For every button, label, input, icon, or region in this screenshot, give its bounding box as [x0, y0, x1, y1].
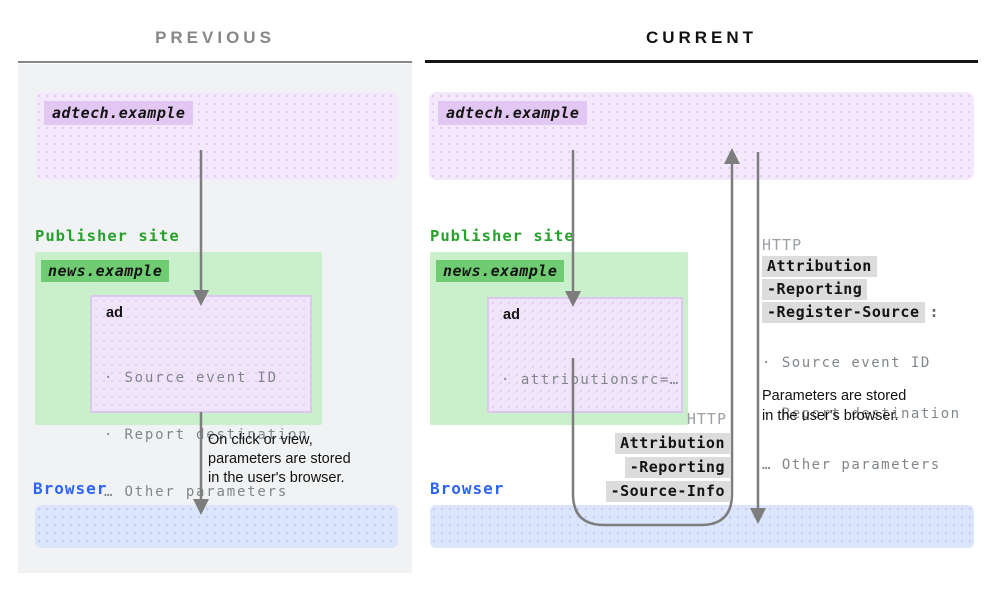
adtech-box-current: adtech.example	[429, 92, 974, 180]
previous-header-rule	[18, 61, 412, 63]
param-source-event-id: · Source event ID	[762, 355, 931, 371]
param-other-parameters: … Other parameters	[762, 457, 941, 473]
param-report-destination: · Report destination	[762, 406, 961, 422]
header-chip-reporting: -Reporting	[624, 457, 730, 478]
header-chip-attribution: Attribution	[762, 256, 877, 277]
note-parameters-stored: Parameters are stored in the user's brow…	[762, 386, 906, 426]
ad-label: ad	[106, 305, 123, 321]
adtech-domain-chip: adtech.example	[438, 101, 588, 125]
note-line: On click or view,	[208, 432, 313, 448]
news-domain-chip: news.example	[41, 260, 170, 282]
param-attributionsrc: · attributionsrc=…	[501, 372, 680, 388]
header-chip-reporting: -Reporting	[762, 279, 868, 300]
browser-label-previous: Browser	[33, 479, 108, 498]
previous-column-header: PREVIOUS	[155, 28, 275, 47]
adtech-box-previous: adtech.example	[35, 92, 398, 180]
http-protocol-label-register-source: HTTP	[762, 236, 803, 254]
header-chip-source-info: -Source-Info	[605, 481, 730, 502]
header-chip-row: -Reporting	[762, 279, 939, 300]
header-chip-row: Attribution	[440, 433, 730, 454]
param-other-parameters: … Other parameters	[104, 484, 289, 500]
note-on-click: On click or view, parameters are stored …	[208, 431, 351, 488]
header-chip-register-source: -Register-Source	[762, 302, 925, 323]
ad-box-previous: ad · Source event ID · Report destinatio…	[90, 295, 312, 500]
publisher-site-label-current: Publisher site	[430, 227, 575, 245]
ad-param-list-previous: · Source event ID · Report destination ……	[104, 331, 310, 540]
header-colon: :	[929, 303, 939, 321]
register-source-param-list: · Source event ID · Report destination ……	[762, 321, 961, 491]
http-register-source-headers: Attribution -Reporting -Register-Source:	[762, 256, 939, 325]
ad-label: ad	[503, 307, 520, 323]
browser-box-current	[430, 505, 974, 548]
param-report-destination: · Report destination	[104, 427, 309, 443]
header-chip-attribution: Attribution	[615, 433, 730, 454]
note-line: Parameters are stored	[762, 388, 907, 404]
current-header-rule	[425, 60, 978, 63]
browser-label-current: Browser	[430, 479, 505, 498]
http-protocol-label-source-info: HTTP	[686, 410, 727, 428]
header-chip-row: Attribution	[762, 256, 939, 277]
ad-box-current: ad · attributionsrc=…	[487, 297, 683, 413]
note-line: parameters are stored	[208, 451, 351, 467]
current-column-header: CURRENT	[645, 28, 758, 47]
header-chip-row: -Reporting	[440, 457, 730, 478]
note-line: in the user's browser.	[762, 408, 899, 424]
adtech-domain-chip: adtech.example	[44, 101, 194, 125]
news-domain-chip: news.example	[436, 260, 565, 282]
browser-box-previous	[35, 505, 398, 548]
param-source-event-id: · Source event ID	[104, 370, 278, 386]
publisher-site-label-previous: Publisher site	[35, 227, 180, 245]
header-chip-row: -Register-Source:	[762, 302, 939, 323]
note-line: in the user's browser.	[208, 470, 345, 486]
